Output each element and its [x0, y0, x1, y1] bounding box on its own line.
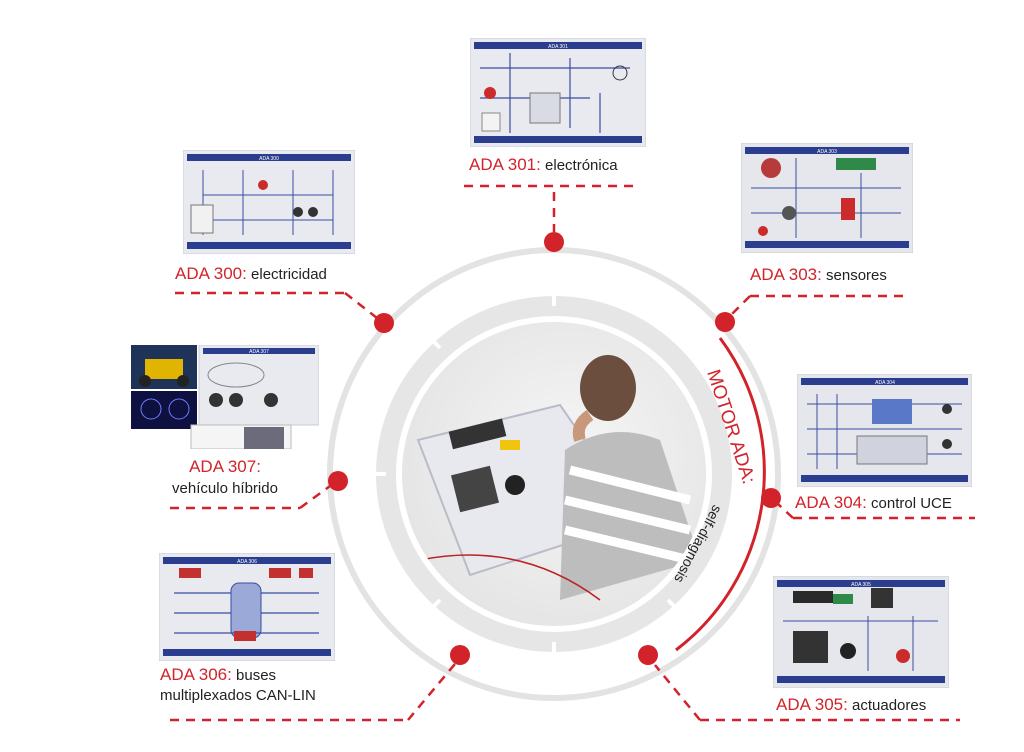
module-name: vehículo híbrido [172, 480, 278, 497]
module-code: ADA 305 [776, 695, 844, 714]
node-ada304 [761, 488, 781, 508]
person-head [580, 355, 636, 421]
module-name: electrónica [545, 157, 618, 174]
ring-divider [666, 598, 685, 617]
person-hand [572, 410, 594, 442]
module-name: control UCE [871, 495, 952, 512]
module-name: actuadores [852, 697, 927, 714]
node-ada301 [544, 232, 564, 252]
node-ada306 [450, 645, 470, 665]
fan-component [450, 465, 500, 513]
connector-ada303 [731, 295, 751, 315]
label-ada304: ADA 304: control UCE [795, 493, 952, 513]
panel-ada301: ADA 301 [469, 37, 647, 148]
module-name-line1: buses [236, 667, 277, 684]
ring-divider [423, 598, 442, 617]
node-ada303 [715, 312, 735, 332]
panel-ada305: ADA 305 [772, 575, 950, 689]
connector-ada305 [654, 664, 701, 721]
panel-title-ada303: ADA 303 [817, 149, 837, 155]
panel-ada307: ADA 307 [131, 344, 320, 450]
connector-ada306 [407, 663, 456, 721]
module-code: ADA 307 [189, 457, 257, 476]
module-name: sensores [826, 267, 887, 284]
connector-ada300 [344, 292, 378, 319]
motor-ada-arc [675, 337, 766, 652]
sensor-component [505, 475, 525, 495]
label-ada301: ADA 301: electrónica [469, 155, 618, 175]
label-ada300: ADA 300: electricidad [175, 264, 327, 284]
connector-ada307 [299, 484, 331, 510]
node-ada305 [638, 645, 658, 665]
module-name-line2: multiplexados CAN-LIN [160, 687, 316, 704]
panel-title-ada306: ADA 306 [237, 559, 257, 565]
module-code: ADA 301 [469, 155, 537, 174]
panel-title-ada301: ADA 301 [548, 44, 568, 50]
panel-title-ada305: ADA 305 [851, 582, 871, 588]
ring-divider [423, 331, 442, 350]
panel-title-ada304: ADA 304 [875, 380, 895, 386]
label-ada305: ADA 305: actuadores [776, 695, 927, 715]
module-code: ADA 306 [160, 665, 228, 684]
node-ada307 [328, 471, 348, 491]
module-code: ADA 300 [175, 264, 243, 283]
board-image-ada304: ADA 304 [796, 373, 973, 488]
shirt-stripes [563, 465, 692, 565]
panel-ada306: ADA 306 [158, 552, 336, 662]
label-ada306: ADA 306: buses multiplexados CAN-LIN [160, 665, 316, 705]
panel-ada303: ADA 303 [740, 142, 914, 254]
coil-component [448, 418, 507, 450]
board-image-ada300: ADA 300 [182, 149, 356, 255]
board-image-ada306: ADA 306 [158, 552, 336, 662]
label-ada307: ADA 307: vehículo híbrido [150, 458, 300, 498]
panel-ada300: ADA 300 [182, 149, 356, 255]
label-ada303: ADA 303: sensores [750, 265, 887, 285]
board-image-ada303: ADA 303 [740, 142, 914, 254]
board-image-ada305: ADA 305 [772, 575, 950, 689]
connector-ada304 [777, 503, 794, 519]
panel-title-ada300: ADA 300 [259, 156, 279, 162]
test-lead [419, 554, 601, 601]
connector-component [500, 440, 520, 450]
module-name: electricidad [251, 266, 327, 283]
module-code: ADA 303 [750, 265, 818, 284]
panel-ada304: ADA 304 [796, 373, 973, 488]
node-ada300 [374, 313, 394, 333]
panel-title-ada307: ADA 307 [249, 349, 269, 355]
motor-ada-title: MOTOR ADA: [702, 367, 759, 487]
module-code: ADA 304 [795, 493, 863, 512]
board-image-ada307: ADA 307 [131, 344, 320, 450]
board-image-ada301: ADA 301 [469, 37, 647, 148]
